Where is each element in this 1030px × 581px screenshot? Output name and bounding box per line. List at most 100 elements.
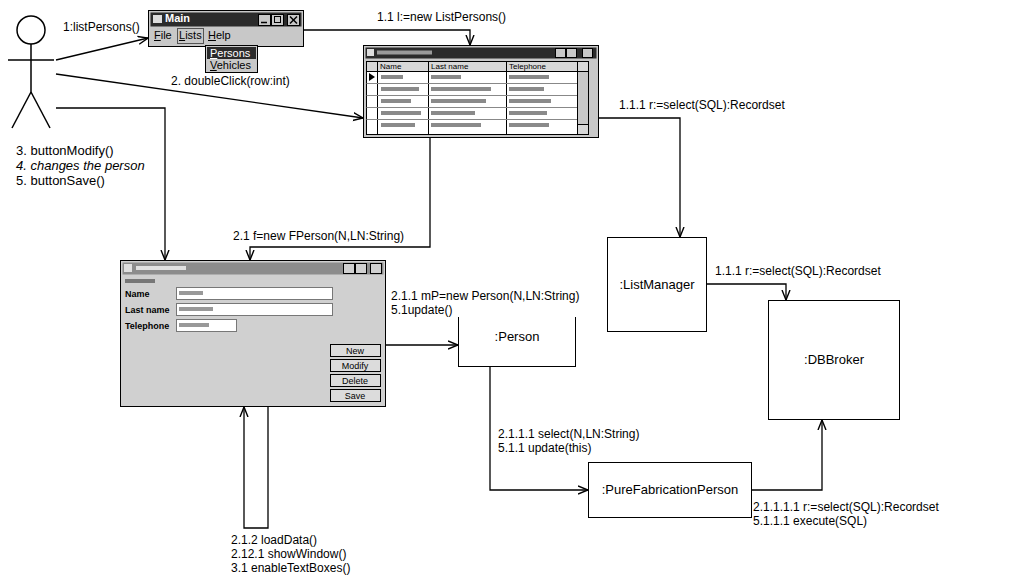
main-window-chrome [151, 13, 302, 27]
column-header: Name [380, 62, 401, 72]
list-window-chrome [509, 99, 551, 103]
main-window-chrome [207, 47, 256, 59]
form-window-chrome [123, 263, 384, 275]
form-window-chrome [331, 390, 381, 402]
object-box: :PureFabricationPerson [588, 462, 752, 518]
list-window-chrome [367, 83, 578, 84]
main-window-chrome [178, 29, 204, 44]
list-window-chrome [556, 49, 566, 58]
message-line: 1.1 l:=new ListPersons() [377, 10, 506, 24]
window-title: Main [165, 12, 190, 24]
actor-figure [31, 92, 50, 128]
form-window-chrome [125, 279, 155, 283]
list-window-chrome [367, 119, 578, 120]
object-name: :DBBroker [804, 352, 864, 368]
message-line: 2.1.1.1 select(N,LN:String) [498, 427, 639, 441]
list-window-chrome [431, 111, 475, 115]
main-window-chrome [149, 11, 304, 47]
list-window-chrome [567, 49, 577, 58]
main-window-chrome [261, 22, 267, 24]
main-window-chrome [275, 17, 281, 23]
object-box: :ListManager [607, 237, 707, 332]
message-line: 2. doubleClick(row:int) [171, 74, 290, 88]
form-window: NameLast nameTelephoneNewModifyDeleteSav… [120, 260, 386, 407]
message-text: 3. buttonModify() [16, 143, 114, 158]
message-text: 4. changes the person [16, 158, 145, 173]
menu-item: Persons [210, 47, 250, 59]
menu-item: Lists [179, 29, 202, 41]
actor-figure [17, 16, 45, 44]
message-label: 2.1.1.1.1 r:=select(SQL):Recordset 5.1.1… [752, 500, 940, 528]
list-window-chrome [377, 51, 432, 55]
main-window: MainFileListsHelpPersonsVehicles [148, 10, 304, 47]
message-line: 2.1.1.1.1 r:=select(SQL):Recordset [753, 500, 939, 514]
message-label: 1:listPersons() [62, 20, 141, 34]
form-window-chrome [177, 304, 333, 316]
message-label: 2.1 f=new FPerson(N,LN:String) [232, 229, 405, 243]
form-window-chrome [177, 288, 333, 300]
form-window-chrome [136, 266, 186, 270]
actor-figure [8, 16, 54, 128]
message-label: 1.1 l:=new ListPersons() [376, 10, 507, 24]
form-window-chrome [179, 291, 203, 295]
message-label: 2.1.2 loadData() 2.12.1 showWindow() 3.1… [230, 533, 351, 575]
list-window-chrome [509, 75, 549, 79]
main-window-chrome [153, 15, 162, 23]
column-header: Last name [431, 62, 468, 72]
list-window-chrome [583, 49, 593, 58]
list-window-chrome [381, 123, 415, 127]
object-box: :DBBroker [768, 300, 900, 420]
message-connector [244, 407, 268, 528]
message-line: 3.1 enableTextBoxes() [231, 561, 350, 575]
menu-item: Help [208, 29, 231, 41]
form-window-chrome [371, 264, 382, 274]
message-connector [56, 38, 148, 60]
message-connector [599, 118, 680, 237]
form-window-chrome [331, 345, 381, 357]
message-line: 2.1.2 loadData() [231, 533, 350, 547]
message-line: 1.1.1 r:=select(SQL):Recordset [715, 264, 881, 278]
list-window-chrome [367, 95, 578, 96]
field-label: Telephone [125, 320, 169, 332]
form-window-chrome [179, 307, 213, 311]
form-window-chrome [121, 261, 386, 407]
list-window-chrome [381, 111, 421, 115]
list-window-chrome [367, 107, 578, 108]
button-caption: Modify [330, 360, 380, 372]
actor-figure [8, 59, 54, 61]
message-line: 2.12.1 showWindow() [231, 547, 350, 561]
menu-item: File [154, 29, 172, 41]
form-window-chrome [344, 264, 355, 274]
list-window-chrome [367, 62, 578, 72]
object-name: :Person [495, 329, 540, 345]
actor-figure [30, 44, 32, 92]
object-name: :PureFabricationPerson [602, 482, 739, 498]
menu-item: Vehicles [210, 59, 251, 71]
list-window-chrome [367, 62, 589, 135]
message-line: 5.1.1 update(this) [498, 441, 639, 455]
main-window-chrome [290, 17, 297, 24]
form-window-chrome [179, 323, 209, 327]
message-text: 5. buttonSave() [16, 173, 105, 188]
list-window-chrome [431, 99, 486, 103]
main-window-chrome [259, 15, 271, 26]
message-connector [250, 138, 430, 260]
form-window-chrome [124, 264, 132, 272]
object-name: :ListManager [619, 277, 694, 293]
message-label: 1.1.1 r:=select(SQL):Recordset [714, 264, 882, 278]
column-header: Telephone [509, 62, 546, 72]
form-window-chrome [331, 375, 381, 387]
list-window-chrome [431, 87, 491, 91]
list-window-chrome [381, 99, 411, 103]
list-window-chrome [431, 75, 461, 79]
list-window-chrome [369, 73, 375, 81]
list-window-chrome [509, 87, 544, 91]
list-window-chrome [509, 111, 547, 115]
list-window-chrome [506, 62, 507, 135]
list-window-chrome [364, 46, 599, 138]
message-line: 5.1.1.1 execute(SQL) [753, 514, 939, 528]
